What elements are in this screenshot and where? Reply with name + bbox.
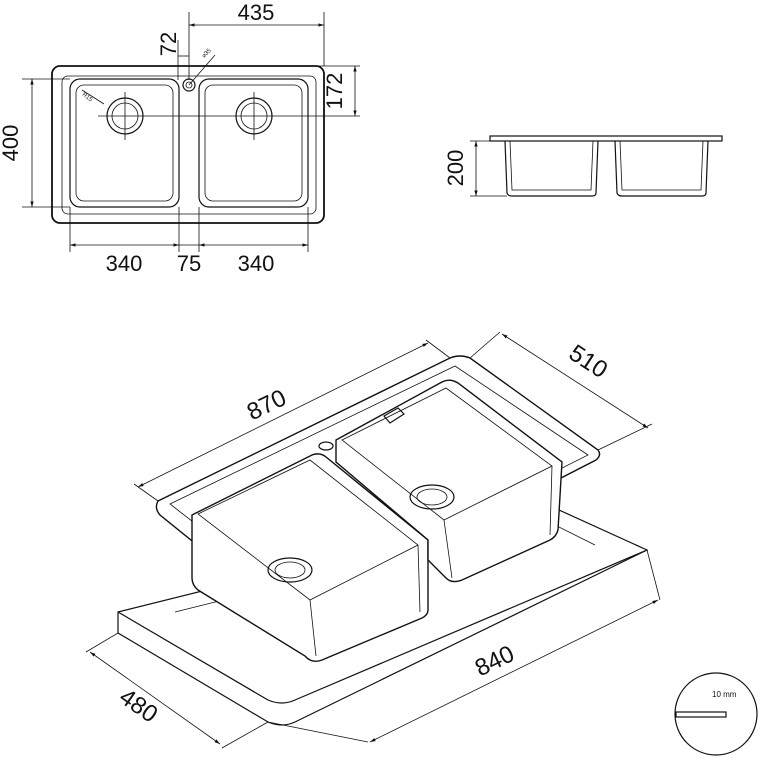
dim-510: 510 bbox=[564, 339, 612, 383]
dim-340-right: 340 bbox=[238, 251, 275, 276]
side-view: 200 bbox=[443, 135, 723, 197]
left-bowl-inner bbox=[75, 84, 174, 202]
left-bowl-outline bbox=[69, 78, 180, 208]
dim-480: 480 bbox=[114, 683, 162, 728]
dim-75: 75 bbox=[177, 251, 201, 276]
iso-drain-left bbox=[267, 557, 313, 583]
right-bowl-outline bbox=[198, 78, 309, 208]
detail-circle bbox=[674, 672, 758, 756]
top-plate-outline bbox=[51, 65, 325, 224]
isometric-view: 870 510 840 480 bbox=[85, 331, 661, 749]
dim-200: 200 bbox=[443, 150, 468, 187]
side-bowl-right bbox=[614, 140, 709, 197]
top-plate-inner-line bbox=[61, 75, 317, 215]
dim-172: 172 bbox=[322, 73, 347, 110]
dim-840: 840 bbox=[471, 640, 519, 682]
dim-400: 400 bbox=[0, 125, 23, 162]
iso-drain-right bbox=[409, 484, 455, 510]
dim-340-left: 340 bbox=[106, 251, 143, 276]
detail-thickness-label: 10 mm bbox=[712, 690, 737, 699]
right-bowl-inner bbox=[204, 84, 303, 202]
thickness-detail: 10 mm bbox=[674, 672, 758, 756]
corner-radius-label: R15 bbox=[81, 92, 94, 104]
dim-72: 72 bbox=[156, 32, 181, 56]
side-bowl-left bbox=[504, 140, 599, 197]
dim-870-line bbox=[137, 342, 429, 488]
dim-840-line bbox=[369, 599, 659, 743]
tap-hole-label: ⌀35 bbox=[201, 47, 213, 59]
dim-435: 435 bbox=[238, 0, 275, 25]
dim-870: 870 bbox=[243, 384, 291, 426]
detail-edge bbox=[675, 711, 727, 718]
top-view: ⌀35 R15 435 72 172 400 340 75 340 bbox=[0, 0, 360, 276]
side-plate bbox=[489, 135, 723, 142]
dim-510-line bbox=[501, 333, 649, 429]
dim-480-line bbox=[89, 651, 221, 745]
